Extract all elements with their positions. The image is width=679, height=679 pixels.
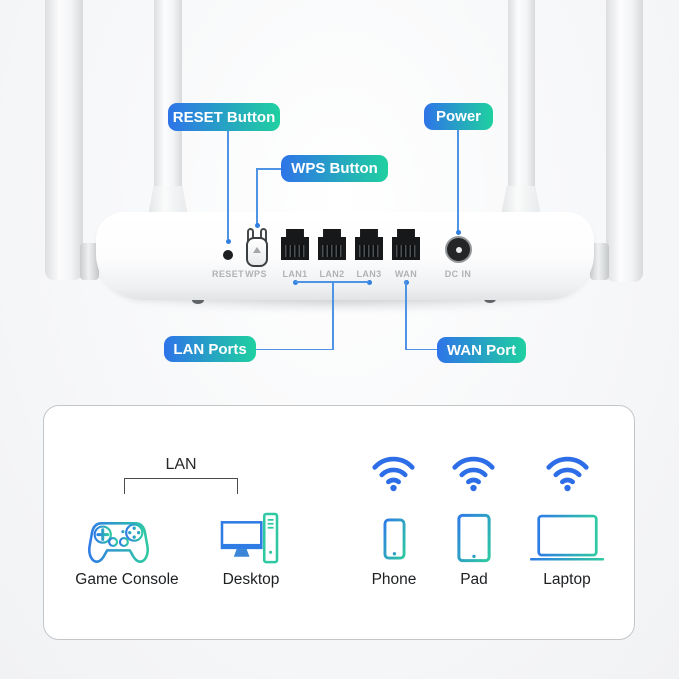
wifi-icon	[452, 456, 495, 492]
antenna-base-left	[148, 186, 188, 216]
callout-dot-reset	[225, 239, 231, 244]
callout-dot-lan3	[366, 279, 372, 285]
pad-icon	[457, 513, 491, 563]
device-label-phone: Phone	[371, 571, 417, 588]
antenna-outer-left	[45, 0, 83, 280]
callout-power: Power	[424, 103, 493, 130]
device-panel	[43, 405, 635, 640]
wps-button	[246, 228, 268, 268]
callout-wps-button: WPS Button	[281, 155, 388, 182]
device-label-laptop: Laptop	[543, 571, 591, 588]
desktop-icon	[220, 512, 279, 564]
port-label-wps: WPS	[245, 269, 267, 279]
port-label-wan: WAN	[394, 269, 418, 279]
lan-group-bracket	[124, 478, 238, 494]
port-pins	[359, 245, 379, 257]
callout-line-wps-h	[256, 168, 281, 170]
antenna-hinge-right	[590, 243, 609, 280]
port-label-reset: RESET	[211, 269, 244, 279]
callout-lan-ports: LAN Ports	[164, 336, 256, 362]
port-pins	[396, 245, 416, 257]
port-pins	[285, 245, 305, 257]
phone-icon	[383, 518, 406, 560]
port-label-lan2: LAN2	[319, 269, 345, 279]
callout-dot-wps	[254, 223, 260, 228]
callout-line-lan-h	[256, 348, 333, 350]
wps-prong	[247, 228, 254, 241]
callout-line-reset	[227, 131, 229, 239]
antenna-hinge-left	[80, 243, 99, 280]
wps-prong	[260, 228, 267, 241]
callout-reset-button: RESET Button	[168, 103, 280, 131]
callout-line-power	[457, 130, 459, 231]
callout-line-wps-v	[256, 168, 258, 225]
callout-line-wan-h	[405, 348, 437, 350]
lan-group-label: LAN	[165, 456, 197, 473]
dc-power-jack	[445, 236, 472, 263]
callout-line-wan-v	[405, 281, 407, 350]
callout-line-lan-v	[332, 281, 334, 350]
wifi-icon	[372, 456, 415, 492]
device-label-desktop: Desktop	[222, 571, 280, 588]
port-label-lan3: LAN3	[356, 269, 382, 279]
reset-button	[223, 250, 233, 260]
callout-wan-port: WAN Port	[437, 337, 526, 363]
laptop-icon	[529, 514, 605, 561]
wifi-icon	[546, 456, 589, 492]
port-pins	[322, 245, 342, 257]
antenna-outer-right	[606, 0, 643, 282]
wps-button-cap	[246, 237, 268, 267]
callout-dot-power	[455, 230, 461, 235]
router-foot	[192, 296, 204, 304]
device-label-pad: Pad	[460, 571, 488, 588]
device-label-game-console: Game Console	[75, 571, 179, 588]
game-console-icon	[88, 522, 149, 563]
port-label-lan1: LAN1	[282, 269, 308, 279]
antenna-base-right	[501, 186, 541, 216]
port-label-dcin: DC IN	[444, 269, 472, 279]
